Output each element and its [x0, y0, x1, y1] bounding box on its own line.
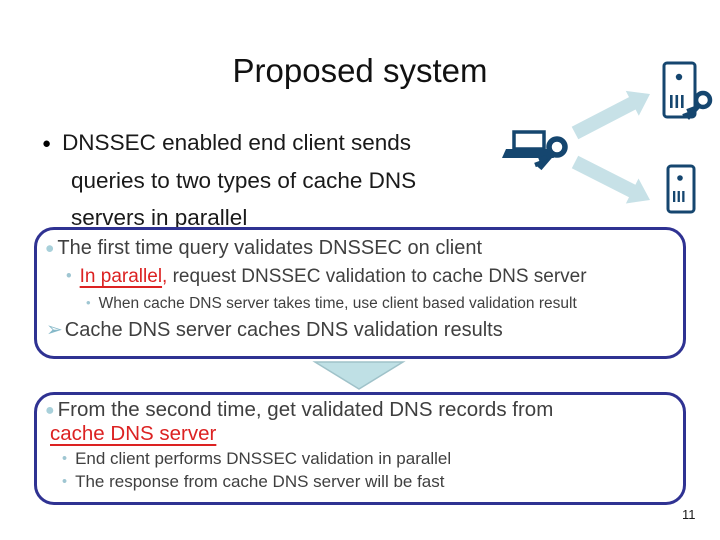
bullet-icon: •	[66, 267, 72, 285]
box2-line4-text: The response from cache DNS server will …	[75, 472, 445, 491]
bullet-icon: ●	[45, 402, 55, 419]
box2-line3-text: End client performs DNSSEC validation in…	[75, 449, 452, 468]
emphasis-red-text: In parallel	[79, 266, 163, 287]
second-time-box: ●From the second time, get validated DNS…	[34, 392, 686, 505]
box1-line1: ●The first time query validates DNSSEC o…	[45, 234, 675, 263]
server-icon	[666, 164, 696, 214]
chevron-bullet-icon: ➢	[46, 319, 63, 341]
box1-line2: • In parallel, request DNSSEC validation …	[45, 263, 675, 290]
main-bullet-text: DNSSEC enabled end client sends	[62, 130, 412, 155]
box1-line3-text: When cache DNS server takes time, use cl…	[98, 295, 577, 312]
server-key-icon	[662, 61, 713, 120]
arrow-up-right-icon	[571, 90, 650, 140]
page-number: 11	[682, 507, 696, 522]
emphasis-red-text: cache DNS server	[50, 422, 217, 445]
box2-line3: • End client performs DNSSEC validation i…	[45, 447, 675, 471]
first-time-box: ●The first time query validates DNSSEC o…	[34, 227, 686, 359]
box2-line1: ●From the second time, get validated DNS…	[45, 398, 675, 422]
bullet-icon: •	[62, 474, 68, 490]
arrow-down-right-icon	[571, 155, 650, 204]
bullet-icon: ●	[45, 240, 55, 257]
emphasis-red-comma: ,	[162, 266, 168, 287]
box1-line4: ➢Cache DNS server caches DNS validation …	[45, 316, 675, 344]
box1-line3: • When cache DNS server takes time, use c…	[45, 290, 675, 316]
down-triangle-icon	[312, 361, 406, 390]
main-bullet-text: servers in parallel	[71, 205, 248, 230]
box1-line2-text: request DNSSEC validation to cache DNS s…	[167, 266, 587, 287]
box2-line2: cache DNS server	[45, 422, 675, 445]
dns-flow-diagram	[502, 61, 713, 214]
box2-line4: • The response from cache DNS server will…	[45, 471, 675, 493]
bullet-icon: •	[62, 451, 68, 467]
box1-line4-text: Cache DNS server caches DNS validation r…	[64, 319, 503, 341]
bullet-icon: •	[86, 295, 91, 310]
main-bullet-text: queries to two types of cache DNS	[71, 168, 417, 193]
laptop-key-icon	[502, 130, 568, 171]
main-bullet-line: ● DNSSEC enabled end client sends	[42, 124, 502, 162]
main-bullet-block: ● DNSSEC enabled end client sends queries…	[42, 124, 502, 236]
box1-line1-text: The first time query validates DNSSEC on…	[57, 237, 483, 259]
box2-line1-text: From the second time, get validated DNS …	[57, 398, 554, 421]
bullet-icon: ●	[42, 135, 52, 152]
page-title: Proposed system	[232, 52, 488, 89]
